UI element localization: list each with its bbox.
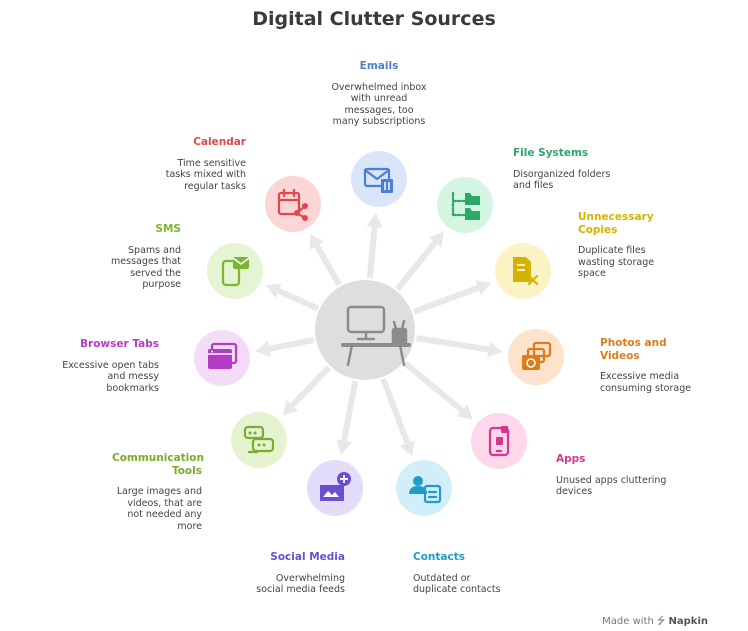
node-contacts <box>396 460 452 516</box>
node-browser-tabs <box>194 330 250 386</box>
label-apps: Apps Unused apps cluttering devices <box>556 453 696 498</box>
phone-app-icon <box>488 426 510 457</box>
node-circles-layer <box>194 151 564 516</box>
arrow-communication-tools <box>282 365 332 416</box>
arrow-sms <box>266 283 319 312</box>
label-file-systems: File Systems Disorganized folders and fi… <box>513 147 653 192</box>
label-photos-videos-desc: Excessive media consuming storage <box>600 371 692 394</box>
contact-card-icon <box>409 476 442 504</box>
label-emails: Emails Overwhelmed inbox with unread mes… <box>309 60 449 128</box>
label-browser-tabs-desc: Excessive open tabs and messy bookmarks <box>62 359 159 394</box>
footer-prefix: Made with <box>602 616 654 627</box>
label-calendar: Calendar Time sensitive tasks mixed with… <box>106 136 246 192</box>
node-sms-circle <box>207 243 263 299</box>
label-photos-videos: Photos and Videos Excessive media consum… <box>600 337 740 394</box>
label-social-media-desc: Overwhelming social media feeds <box>256 572 345 596</box>
hub-circle <box>315 280 415 380</box>
label-communication-tools-title: Communication Tools <box>112 452 204 477</box>
node-calendar-circle <box>265 176 321 232</box>
photo-stack-icon <box>522 341 552 370</box>
diagram-title: Digital Clutter Sources <box>252 8 496 30</box>
label-social-media: Social Media Overwhelming social media f… <box>205 551 345 596</box>
label-sms: SMS Spams and messages that served the p… <box>41 223 181 291</box>
label-browser-tabs: Browser Tabs Excessive open tabs and mes… <box>19 338 159 394</box>
arrow-emails <box>366 212 383 279</box>
label-photos-videos-title: Photos and Videos <box>600 337 667 362</box>
napkin-logo-icon: ⭍ <box>656 616 666 627</box>
arrow-apps <box>403 360 473 420</box>
label-browser-tabs-title: Browser Tabs <box>80 338 159 350</box>
file-x-icon <box>513 257 539 286</box>
calendar-share-icon <box>277 188 308 221</box>
desk-computer-icon <box>341 305 411 367</box>
arrow-unnecessary-copies <box>412 280 492 315</box>
footer-brand: Napkin <box>668 616 708 627</box>
label-unnecessary-copies: Unnecessary Copies Duplicate files wasti… <box>578 211 718 280</box>
node-communication-tools <box>231 412 287 468</box>
label-apps-desc: Unused apps cluttering devices <box>556 474 667 498</box>
arrow-file-systems <box>395 231 444 292</box>
phone-message-icon <box>221 257 250 287</box>
label-file-systems-desc: Disorganized folders and files <box>513 168 611 192</box>
node-unnecessary-copies <box>495 243 551 299</box>
label-apps-title: Apps <box>556 453 586 465</box>
node-emails-circle <box>351 151 407 207</box>
label-unnecessary-copies-title: Unnecessary Copies <box>578 211 654 236</box>
mail-trash-icon <box>363 167 393 193</box>
label-contacts: Contacts Outdated or duplicate contacts <box>413 551 553 596</box>
node-emails <box>351 151 407 207</box>
node-file-systems <box>437 177 493 233</box>
chat-bubbles-icon <box>243 425 275 454</box>
label-file-systems-title: File Systems <box>513 147 589 159</box>
label-emails-title: Emails <box>359 60 399 72</box>
arrow-photos-videos <box>415 335 503 358</box>
node-social-media <box>307 460 363 516</box>
label-social-media-title: Social Media <box>270 551 345 563</box>
label-contacts-desc: Outdated or duplicate contacts <box>413 572 501 596</box>
label-sms-desc: Spams and messages that served the purpo… <box>111 244 181 291</box>
folder-tree-icon <box>451 191 480 220</box>
label-communication-tools: Communication Tools Large images and vid… <box>62 452 204 533</box>
node-sms <box>207 243 263 299</box>
arrow-contacts <box>380 377 415 457</box>
arrows-layer <box>255 212 503 457</box>
label-contacts-title: Contacts <box>413 551 465 563</box>
label-emails-desc: Overwhelmed inbox with unread messages, … <box>331 81 427 128</box>
label-sms-title: SMS <box>155 223 181 235</box>
arrow-calendar <box>309 233 342 287</box>
label-unnecessary-copies-desc: Duplicate files wasting storage space <box>578 245 655 280</box>
social-feed-icon <box>320 472 351 501</box>
node-apps <box>471 413 527 469</box>
node-calendar <box>265 176 321 232</box>
browser-tabs-icon <box>208 342 238 369</box>
label-calendar-desc: Time sensitive tasks mixed with regular … <box>165 157 246 192</box>
label-communication-tools-desc: Large images and videos, that are not ne… <box>116 486 202 532</box>
label-calendar-title: Calendar <box>193 136 246 148</box>
arrow-browser-tabs <box>255 337 315 357</box>
arrow-social-media <box>336 380 359 455</box>
footer-credit[interactable]: Made with ⭍ Napkin <box>602 614 708 631</box>
node-photos-videos <box>508 329 564 385</box>
